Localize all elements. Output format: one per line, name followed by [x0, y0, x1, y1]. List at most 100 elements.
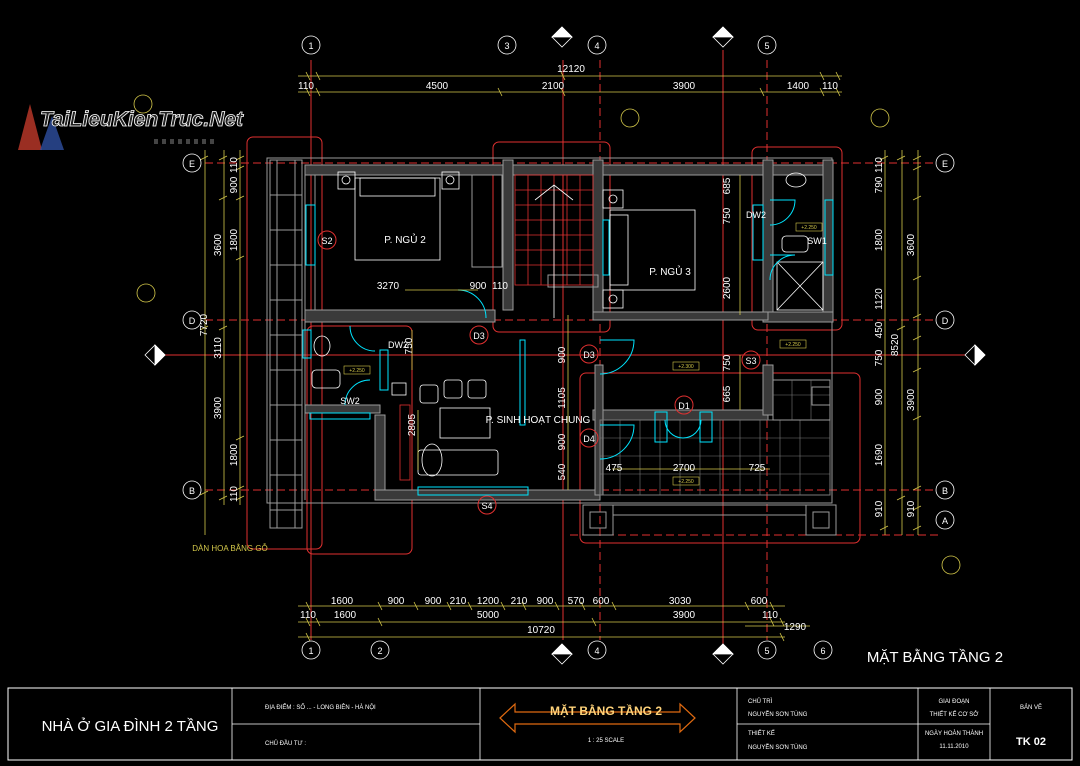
- svg-text:3600: 3600: [213, 233, 224, 256]
- tag-d1: D1: [678, 401, 690, 411]
- svg-text:2805: 2805: [407, 413, 418, 436]
- toilet-wc1: [781, 235, 809, 253]
- tag-d4: D4: [583, 434, 595, 444]
- tag-d3-b: D3: [583, 350, 595, 360]
- svg-text:110: 110: [874, 157, 885, 173]
- bed-bedroom-3: [609, 209, 696, 291]
- tag-s3: S3: [745, 356, 756, 366]
- design-label: THIẾT KẾ: [748, 730, 775, 737]
- svg-text:1600: 1600: [334, 610, 357, 621]
- level-wc2: +2.250: [349, 368, 365, 374]
- svg-text:685: 685: [722, 177, 733, 194]
- svg-text:7720: 7720: [199, 313, 210, 336]
- svg-text:3900: 3900: [673, 81, 696, 92]
- svg-text:570: 570: [568, 596, 585, 607]
- svg-text:10720: 10720: [527, 625, 555, 636]
- svg-text:1290: 1290: [784, 622, 807, 633]
- dims-left: 7720 3600 3110 3900 110 900 1800 1800 11…: [199, 157, 240, 502]
- plan-title: MẶT BẰNG TẦNG 2: [867, 648, 1003, 666]
- tag-dw2-b: DW2: [388, 340, 408, 350]
- svg-text:900: 900: [874, 388, 885, 405]
- axis-right-d: D: [942, 316, 949, 326]
- title-block: NHÀ Ở GIA ĐÌNH 2 TẦNG ĐỊA ĐIỂM : SỐ ... …: [7, 687, 1073, 761]
- grid-lines: [150, 50, 985, 650]
- svg-text:1600: 1600: [331, 596, 354, 607]
- phase-value: THIẾT KẾ CƠ SỞ: [930, 711, 979, 718]
- axis-bottom-5: 5: [764, 646, 769, 656]
- svg-text:750: 750: [404, 337, 415, 354]
- svg-text:110: 110: [822, 81, 838, 92]
- room-living: P. SINH HOẠT CHUNG: [486, 415, 591, 426]
- dims-bottom: 1600 900 900 210 1200 210 900 570 600 30…: [300, 596, 807, 636]
- watermark-text: TaiLieuKienTruc.Net: [40, 108, 244, 131]
- tag-d3-a: D3: [473, 331, 485, 341]
- svg-text:4500: 4500: [426, 81, 449, 92]
- dims-inner: 3270 900 110 685 750 2600 900 1105 750 6…: [377, 177, 766, 480]
- svg-text:900: 900: [229, 176, 240, 193]
- axis-top-4: 4: [594, 41, 599, 51]
- bed-bedroom-2: [354, 177, 441, 261]
- scale: 1 : 25 SCALE: [588, 738, 624, 744]
- tag-sw2: SW2: [340, 396, 360, 406]
- staircase: [514, 174, 594, 318]
- svg-text:1200: 1200: [477, 596, 500, 607]
- level-corridor: +2.250: [785, 342, 801, 348]
- room-bedroom-2: P. NGỦ 2: [384, 233, 426, 246]
- svg-text:910: 910: [906, 500, 917, 517]
- tag-s2: S2: [321, 236, 332, 246]
- svg-text:910: 910: [874, 500, 885, 517]
- design-name: NGUYỄN SƠN TÙNG: [748, 744, 808, 751]
- svg-text:900: 900: [470, 281, 487, 292]
- svg-text:725: 725: [749, 463, 766, 474]
- svg-text:1800: 1800: [874, 228, 885, 251]
- balcony-tiles: [582, 379, 837, 536]
- sheet-label: BẢN VẼ: [1020, 704, 1042, 711]
- sofa: [417, 449, 499, 476]
- svg-text:900: 900: [388, 596, 405, 607]
- svg-text:900: 900: [425, 596, 442, 607]
- lead-label: CHỦ TRÌ: [748, 698, 773, 705]
- axis-top-5: 5: [764, 41, 769, 51]
- svg-text:540: 540: [557, 463, 568, 480]
- svg-text:3600: 3600: [906, 233, 917, 256]
- date-label: NGÀY HOÀN THÀNH: [925, 730, 983, 737]
- axis-top-3: 3: [504, 41, 509, 51]
- dims-top: 12120 110 4500 2100 3900 1400 110: [298, 64, 838, 92]
- svg-text:110: 110: [298, 81, 314, 92]
- svg-text:2600: 2600: [722, 276, 733, 299]
- pergola: [269, 159, 303, 529]
- axis-right-a: A: [942, 516, 948, 526]
- toilet-wc2: [311, 369, 341, 389]
- svg-text:900: 900: [557, 346, 568, 363]
- svg-text:900: 900: [537, 596, 554, 607]
- svg-text:110: 110: [762, 610, 778, 621]
- axis-right-b: B: [942, 486, 948, 496]
- svg-text:475: 475: [606, 463, 623, 474]
- axis-bottom-1: 1: [308, 646, 313, 656]
- svg-text:2100: 2100: [542, 81, 565, 92]
- washbasin-wc2: [313, 335, 331, 357]
- tag-sw1: SW1: [807, 236, 827, 246]
- svg-text:5000: 5000: [477, 610, 500, 621]
- coffee-table: [439, 407, 491, 439]
- grid-axis-bubbles: [182, 35, 955, 660]
- svg-text:210: 210: [511, 596, 528, 607]
- svg-text:3900: 3900: [673, 610, 696, 621]
- owner: CHỦ ĐẦU TƯ :: [265, 740, 306, 747]
- svg-text:8520: 8520: [890, 333, 901, 356]
- arrow-icon: [499, 702, 696, 734]
- svg-text:3030: 3030: [669, 596, 692, 607]
- axis-left-b: B: [189, 486, 195, 496]
- svg-text:110: 110: [300, 610, 316, 621]
- svg-text:790: 790: [874, 176, 885, 193]
- room-labels: P. NGỦ 2 P. NGỦ 3 P. SINH HOẠT CHUNG DÀN…: [192, 233, 691, 553]
- shower-wc1: [776, 261, 824, 311]
- section-markers: [133, 26, 986, 665]
- svg-text:600: 600: [593, 596, 610, 607]
- element-tags: [317, 230, 761, 515]
- svg-text:600: 600: [751, 596, 768, 607]
- level-balcony: +2.250: [678, 479, 694, 485]
- svg-text:665: 665: [722, 385, 733, 402]
- pergola-note: DÀN HOA BẰNG GỖ: [192, 544, 268, 553]
